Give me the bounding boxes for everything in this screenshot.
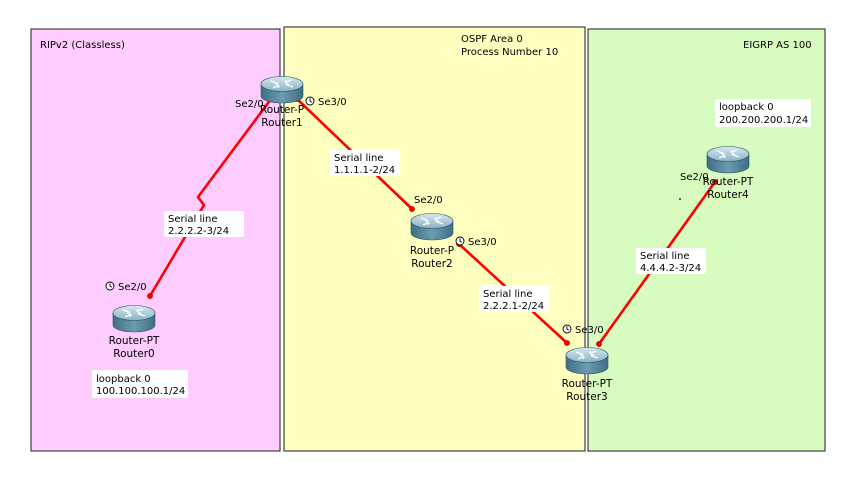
port-label-r3-se30: Se3/0 bbox=[562, 324, 604, 336]
router-icon[interactable] bbox=[706, 145, 750, 174]
clock-icon bbox=[305, 96, 315, 106]
router-router2-type: Router-P bbox=[410, 245, 454, 257]
router-router4[interactable]: Router-PT Router4 bbox=[703, 145, 754, 202]
port-label-r0-se20: Se2/0 bbox=[105, 281, 147, 293]
router-router0[interactable]: Router-PT Router0 bbox=[109, 304, 160, 361]
router-router1[interactable]: Router-P Router1 bbox=[260, 75, 304, 130]
link-endpoint-dot bbox=[596, 341, 602, 347]
link-r0-r1[interactable] bbox=[148, 93, 276, 298]
router-router4-name: Router4 bbox=[707, 189, 749, 201]
link-endpoint-dot bbox=[564, 340, 570, 346]
router-icon[interactable] bbox=[260, 75, 304, 104]
port-r2-se20: Se2/0 bbox=[414, 195, 443, 206]
area-eigrp: EIGRP AS 100 bbox=[587, 28, 826, 452]
router-router3-name: Router3 bbox=[566, 391, 607, 403]
router-router1-name: Router1 bbox=[261, 117, 302, 129]
port-r3-se30: Se3/0 bbox=[575, 325, 604, 336]
port-label-r4-se20: Se2/0 bbox=[680, 172, 709, 183]
clock-icon bbox=[105, 281, 115, 291]
clock-icon bbox=[562, 324, 572, 334]
port-label-r1-se30: Se3/0 bbox=[305, 96, 347, 108]
router-router3[interactable]: Router-PT Router3 bbox=[562, 346, 613, 404]
router-router2[interactable]: Router-P Router2 bbox=[410, 212, 454, 271]
loopback-note-router4: loopback 0 200.200.200.1/24 bbox=[715, 99, 811, 127]
link-label-r3-r4-line1: Serial line bbox=[640, 251, 690, 262]
link-label-r2-r3-line2: 2.2.2.1-2/24 bbox=[483, 301, 544, 312]
port-label-r2-se20: Se2/0 bbox=[414, 195, 443, 206]
port-r0-se20: Se2/0 bbox=[118, 282, 147, 293]
link-label-r0-r1-line2: 2.2.2.2-3/24 bbox=[168, 226, 229, 237]
loopback-note-router0: loopback 0 100.100.100.1/24 bbox=[92, 370, 188, 398]
router-router0-name: Router0 bbox=[113, 348, 154, 360]
area-ospf-title-line2: Process Number 10 bbox=[461, 47, 558, 58]
link-endpoint-dot bbox=[712, 179, 718, 185]
link-label-r0-r1-line1: Serial line bbox=[168, 214, 218, 225]
area-eigrp-box bbox=[587, 28, 826, 452]
loopback-note-router4-line1: loopback 0 bbox=[719, 102, 774, 113]
router-icon[interactable] bbox=[565, 346, 609, 375]
clock-icon bbox=[455, 236, 465, 246]
port-r1-se30: Se3/0 bbox=[318, 97, 347, 108]
router-router2-name: Router2 bbox=[411, 258, 452, 270]
router-icon[interactable] bbox=[410, 212, 454, 241]
loopback-note-router0-line2: 100.100.100.1/24 bbox=[96, 386, 185, 397]
port-r4-se20: Se2/0 bbox=[680, 172, 709, 183]
link-label-r2-r3-line1: Serial line bbox=[483, 289, 533, 300]
area-eigrp-title: EIGRP AS 100 bbox=[743, 40, 812, 51]
router-router3-type: Router-PT bbox=[562, 378, 613, 390]
router-icon[interactable] bbox=[112, 304, 156, 333]
link-label-r3-r4: Serial line 4.4.4.2-3/24 bbox=[636, 248, 706, 274]
area-ospf-title-line1: OSPF Area 0 bbox=[461, 34, 523, 45]
loopback-note-router4-line2: 200.200.200.1/24 bbox=[719, 115, 808, 126]
port-r1-se20: Se2/0 bbox=[235, 99, 264, 110]
link-label-r1-r2-line2: 1.1.1.1-2/24 bbox=[334, 165, 395, 176]
stray-dot bbox=[679, 198, 681, 200]
link-label-r1-r2: Serial line 1.1.1.1-2/24 bbox=[330, 150, 400, 176]
link-label-r2-r3: Serial line 2.2.2.1-2/24 bbox=[479, 286, 549, 312]
router-router0-type: Router-PT bbox=[109, 335, 160, 347]
port-label-r2-se30: Se3/0 bbox=[455, 236, 497, 248]
link-endpoint-dot bbox=[409, 206, 415, 212]
link-label-r3-r4-line2: 4.4.4.2-3/24 bbox=[640, 263, 701, 274]
router-router1-type: Router-P bbox=[260, 104, 304, 116]
link-endpoint-dot bbox=[147, 293, 153, 299]
router-router4-type: Router-PT bbox=[703, 176, 754, 188]
loopback-note-router0-line1: loopback 0 bbox=[96, 374, 151, 385]
link-label-r1-r2-line1: Serial line bbox=[334, 153, 384, 164]
port-label-r1-se20: Se2/0 bbox=[235, 99, 264, 110]
link-label-r0-r1: Serial line 2.2.2.2-3/24 bbox=[164, 211, 244, 237]
port-r2-se30: Se3/0 bbox=[468, 237, 497, 248]
area-ripv2-title: RIPv2 (Classless) bbox=[40, 40, 125, 51]
